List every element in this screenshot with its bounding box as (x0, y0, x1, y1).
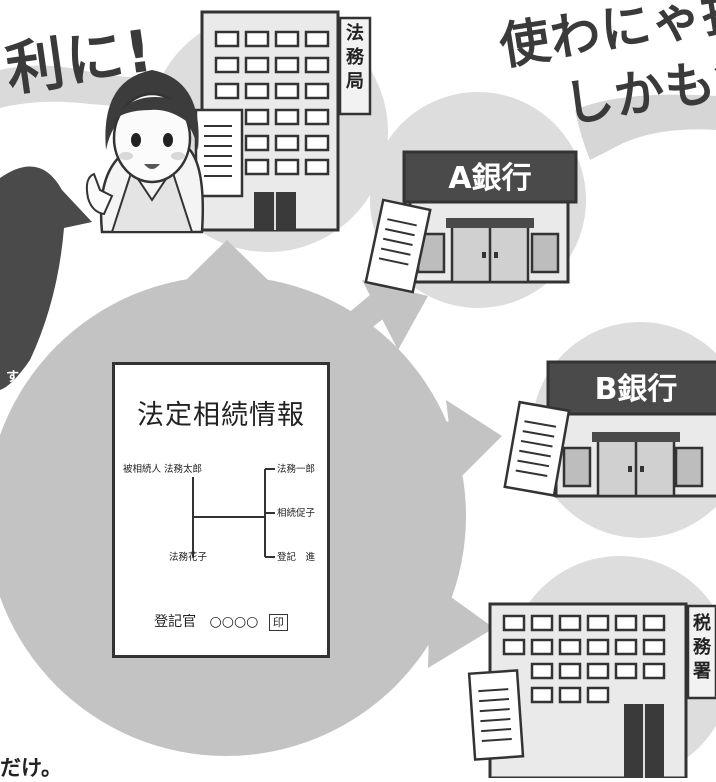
registrar-label: 登記官 (154, 614, 197, 630)
arrow-to-tax-office (400, 582, 494, 668)
bank-b-building: B銀行 (546, 360, 716, 498)
legal-bureau-sign-char: 法 (346, 23, 364, 44)
bureau-document-icon (194, 108, 244, 198)
brush-stroke-right (575, 94, 716, 160)
legal-bureau-sign: 法 務 局 (341, 22, 369, 94)
bank-b-document-icon (503, 400, 571, 497)
bank-b-sign: B銀行 (595, 372, 678, 407)
registrar-line: 登記官 ○○○○ 印 (115, 611, 327, 631)
decedent-label: 被相続人 法務太郎 (123, 464, 203, 475)
woman-staff-figure (85, 70, 205, 234)
tax-office-building (488, 602, 716, 778)
bank-a-sign: A銀行 (448, 161, 531, 196)
legal-bureau-sign-char: 務 (346, 47, 364, 68)
child-name: 相続促子 (277, 508, 316, 519)
footer-text: だけ。 (0, 756, 62, 780)
bank-a-building: A銀行 (402, 150, 578, 284)
seal-icon: 印 (268, 614, 288, 631)
child-name: 法務一郎 (277, 464, 316, 475)
spouse-name: 法務花子 (169, 552, 208, 563)
bank-a-document-icon (364, 198, 432, 294)
tax-office-sign-char: 署 (693, 661, 711, 682)
arrow-to-bureau (184, 240, 270, 318)
family-tree-lines (192, 468, 275, 558)
tax-office-sign-char: 務 (693, 637, 711, 658)
arrow-to-bank-b (412, 400, 502, 482)
inheritance-certificate: 法定相続情報 被相続人 法務太郎 法務花子 法務一郎 相続促子 登記 進 登記官… (112, 362, 330, 658)
registrar-name: ○○○○ (209, 614, 259, 630)
speech-bubble-text: す (6, 370, 20, 385)
certificate-title: 法定相続情報 (137, 400, 305, 431)
arrow-to-bank-a (340, 280, 428, 350)
speech-bubble (0, 166, 92, 390)
tax-office-sign: 税 務 署 (688, 612, 716, 684)
legal-bureau-sign-char: 局 (346, 71, 364, 92)
child-name: 登記 進 (277, 552, 316, 563)
tax-office-sign-char: 税 (693, 613, 711, 634)
tax-office-document-icon (467, 669, 525, 761)
